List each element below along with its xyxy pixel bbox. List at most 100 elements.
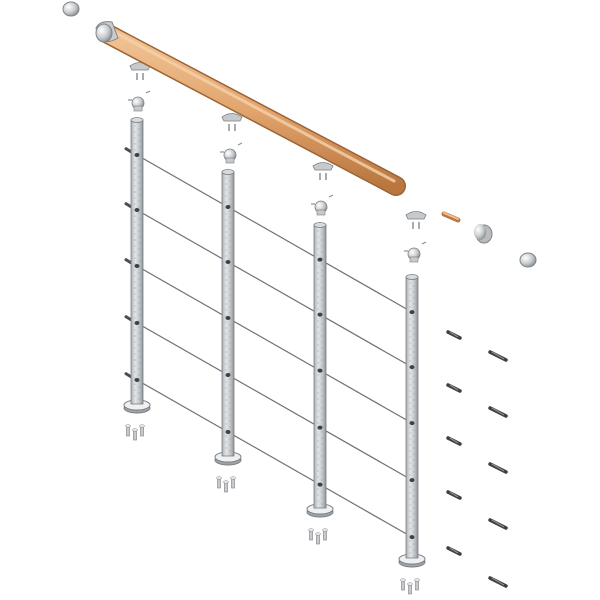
steel-post: [398, 274, 426, 568]
handrail-bracket: [220, 113, 243, 164]
cable-tensioner: [488, 518, 508, 530]
handrail-bracket: [128, 62, 151, 112]
cable-hole: [134, 378, 140, 382]
wooden-handrail: [95, 21, 406, 196]
cable-hole: [225, 373, 231, 377]
bracket-saddle: [405, 211, 427, 220]
post-top: [405, 274, 419, 280]
cable-hole: [409, 365, 415, 370]
post-tube: [130, 119, 144, 405]
bracket-collar: [133, 105, 143, 112]
cable-tensioner: [488, 576, 508, 588]
bracket-collar: [225, 157, 235, 164]
cable-tensioners: [446, 330, 508, 588]
steel-post: [214, 169, 242, 466]
bracket-collar: [316, 209, 326, 216]
post-top: [130, 117, 144, 123]
cable-hole: [409, 421, 415, 426]
wooden-dowel: [441, 211, 461, 223]
cable-hole: [317, 368, 323, 373]
anchor-screw-head: [223, 480, 229, 484]
post-tube: [221, 171, 235, 457]
tension-cable: [125, 148, 415, 314]
bracket-saddle: [221, 113, 243, 122]
tension-cable: [125, 316, 415, 482]
post-tube: [313, 224, 327, 509]
anchor-screw: [231, 477, 235, 489]
anchor-screw-head: [407, 582, 413, 586]
anchor-screw-group: [308, 528, 328, 545]
cable-tensioner: [488, 462, 508, 474]
anchor-screw: [224, 481, 228, 493]
cable-hole: [317, 482, 323, 487]
cable-tensioner: [446, 490, 462, 500]
bracket-collar: [409, 256, 419, 263]
anchor-screw-head: [414, 578, 420, 582]
end-cap-round: [474, 224, 493, 244]
anchor-screw-head: [230, 476, 236, 480]
handrail-elbow-cap: [95, 21, 119, 43]
tension-cable: [125, 203, 415, 369]
cable-tensioner: [488, 406, 508, 418]
steel-posts: [123, 117, 426, 568]
grub-screw: [328, 194, 334, 198]
anchor-screw-head: [139, 424, 145, 428]
anchor-screw-group: [125, 424, 145, 441]
cable-hole: [409, 310, 415, 315]
cable-hole: [317, 425, 323, 430]
cable-hole: [225, 205, 231, 209]
end-cap-ball: [519, 252, 537, 268]
tension-cable: [125, 373, 415, 539]
cable-hole: [225, 430, 231, 434]
cable-tensioner: [488, 350, 508, 362]
post-top: [221, 169, 235, 175]
cable-hole: [409, 535, 415, 540]
anchor-screw-head: [132, 428, 138, 432]
anchor-screw: [140, 425, 144, 437]
anchor-screw: [309, 529, 313, 541]
steel-post: [123, 117, 151, 414]
bracket-saddle: [312, 162, 334, 171]
anchor-screw-group: [400, 578, 420, 595]
handrail-bracket: [404, 211, 427, 263]
cable-tensioner: [446, 436, 462, 446]
cable-hole: [134, 208, 140, 212]
anchor-screw-head: [400, 578, 406, 582]
anchor-screw: [133, 429, 137, 441]
anchor-screw: [316, 533, 320, 545]
cable-hole: [225, 260, 231, 264]
tension-cable: [125, 259, 415, 425]
cable-hole: [225, 316, 231, 320]
anchor-screw: [401, 579, 405, 591]
cable-hole: [134, 264, 140, 268]
steel-post: [306, 222, 334, 518]
cable-hole: [409, 478, 415, 483]
handrail-brackets: [128, 62, 427, 263]
handrail-bracket: [311, 162, 334, 216]
cable-tensioner: [446, 383, 462, 393]
anchor-screw-head: [315, 532, 321, 536]
anchor-screws: [125, 424, 420, 595]
post-tube: [405, 276, 419, 559]
anchor-screw-head: [125, 424, 131, 428]
anchor-screw-head: [322, 528, 328, 532]
cable-hole: [317, 312, 323, 317]
anchor-screw: [126, 425, 130, 437]
grub-screw: [145, 90, 151, 94]
cable-tensioner: [446, 330, 462, 340]
anchor-screw: [408, 583, 412, 595]
anchor-screw-head: [308, 528, 314, 532]
anchor-screw-head: [216, 476, 222, 480]
cable-hole: [134, 321, 140, 325]
tension-cables: [124, 147, 415, 539]
anchor-screw-group: [216, 476, 236, 493]
grub-screw: [421, 241, 427, 245]
anchor-screw: [217, 477, 221, 489]
cable-tensioner: [446, 546, 462, 556]
cable-hole: [317, 257, 323, 262]
end-cap-top-left: [62, 1, 80, 17]
post-top: [313, 222, 327, 228]
anchor-screw: [415, 579, 419, 591]
grub-screw: [237, 142, 243, 146]
